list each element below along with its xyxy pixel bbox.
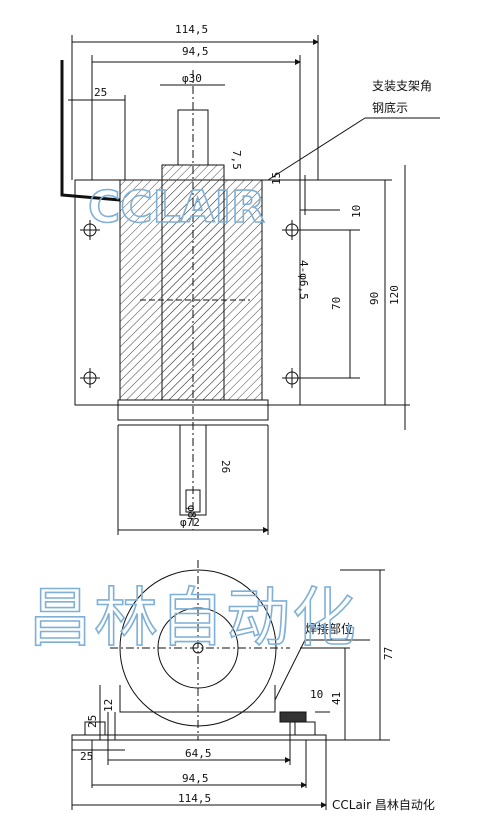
side-view — [71, 560, 390, 810]
shaft — [179, 424, 207, 516]
dim-hole-pitch: 70 — [330, 297, 343, 310]
dim-small-10: 10 — [310, 688, 323, 701]
dim-overall-width: 114,5 — [175, 23, 208, 36]
front-view — [60, 35, 440, 535]
dim-side-height: 77 — [382, 647, 395, 660]
dim-center-height: 41 — [330, 692, 343, 705]
dim-total-height: 120 — [388, 285, 401, 305]
mounting-hole — [80, 368, 100, 388]
base-foot — [71, 734, 327, 741]
footer-caption: CCLair 昌林自动化 — [332, 798, 435, 812]
watermark-cn: 昌林自动化 — [28, 582, 358, 656]
dim-left-offset: 25 — [94, 86, 107, 99]
note-bracket-line2: 钢底示 — [372, 100, 408, 115]
note-weld: 焊接部位 — [305, 621, 353, 636]
dim-shaft-length: 26 — [219, 460, 232, 473]
lead-wire — [60, 60, 121, 202]
watermark-en: CCLAIR — [88, 182, 265, 233]
note-bracket-line1: 支装支架角 — [372, 79, 432, 93]
dim-left-25: 25 — [86, 715, 99, 728]
dim-shaft-dia: φ30 — [182, 72, 202, 85]
dim-small-a: 7,5 — [230, 150, 243, 170]
dim-side-overall-width: 114,5 — [178, 792, 211, 805]
dim-small-b: 15 — [270, 172, 283, 185]
dim-left-12: 12 — [102, 699, 115, 712]
dim-hole-spec: 4-φ6,5 — [297, 260, 310, 300]
mounting-hole — [282, 368, 302, 388]
dim-left-25b: 25 — [80, 750, 93, 763]
dim-bracket-height: 90 — [368, 292, 381, 305]
dim-small-c: 10 — [350, 205, 363, 218]
mounting-hole — [80, 220, 100, 240]
base-plate — [117, 399, 269, 421]
dim-mount-width: 94,5 — [182, 45, 209, 58]
dim-inner-width: 64,5 — [185, 747, 212, 760]
mounting-hole — [282, 220, 302, 240]
dim-side-mount-width: 94,5 — [182, 772, 209, 785]
dim-shaft-dia-2: φ8 — [185, 505, 198, 518]
dim-base-dia: φ72 — [180, 516, 200, 529]
